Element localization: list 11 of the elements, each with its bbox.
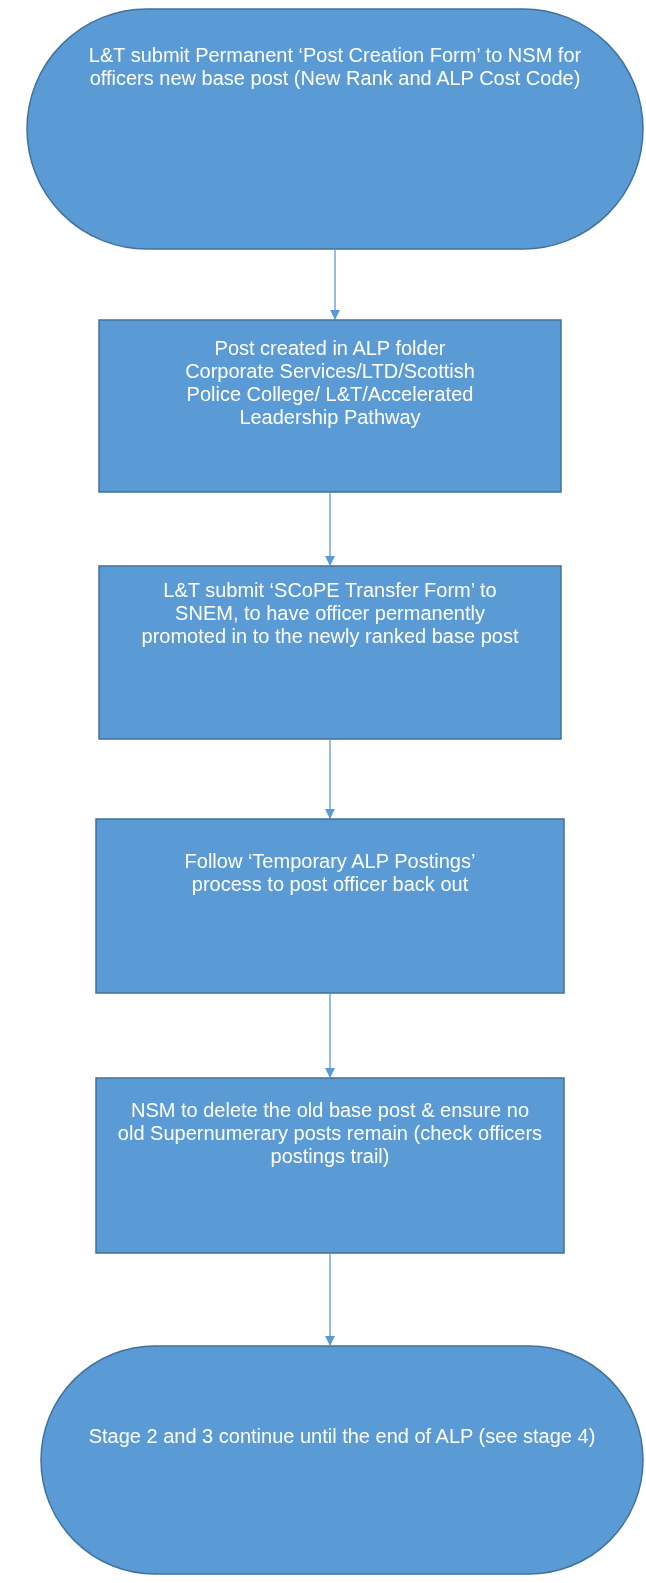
node-text: Follow ‘Temporary ALP Postings’ process to post officer back out — [183, 850, 477, 896]
node-text: Post created in ALP folder Corporate Services/LTD/Scottish Police College/ L&T/Accelerated Leadership Pathway — [184, 337, 476, 429]
node-text: Stage 2 and 3 continue until the end of ALP (see stage 4) — [88, 1425, 596, 1448]
arrow — [325, 492, 335, 566]
arrow — [325, 739, 335, 819]
arrow — [330, 249, 340, 320]
arrow — [325, 993, 335, 1078]
arrow — [325, 1253, 335, 1346]
node-text: L&T submit ‘SCoPE Transfer Form’ to SNEM, to have officer permanently promoted in to the newly ranked base post — [140, 579, 520, 648]
node-text: NSM to delete the old base post & ensure no old Supernumerary posts remain (check officers postings trail) — [116, 1099, 544, 1168]
node-text: L&T submit Permanent ‘Post Creation Form’ to NSM for officers new base post (New Rank and ALP Cost Code) — [87, 44, 583, 90]
